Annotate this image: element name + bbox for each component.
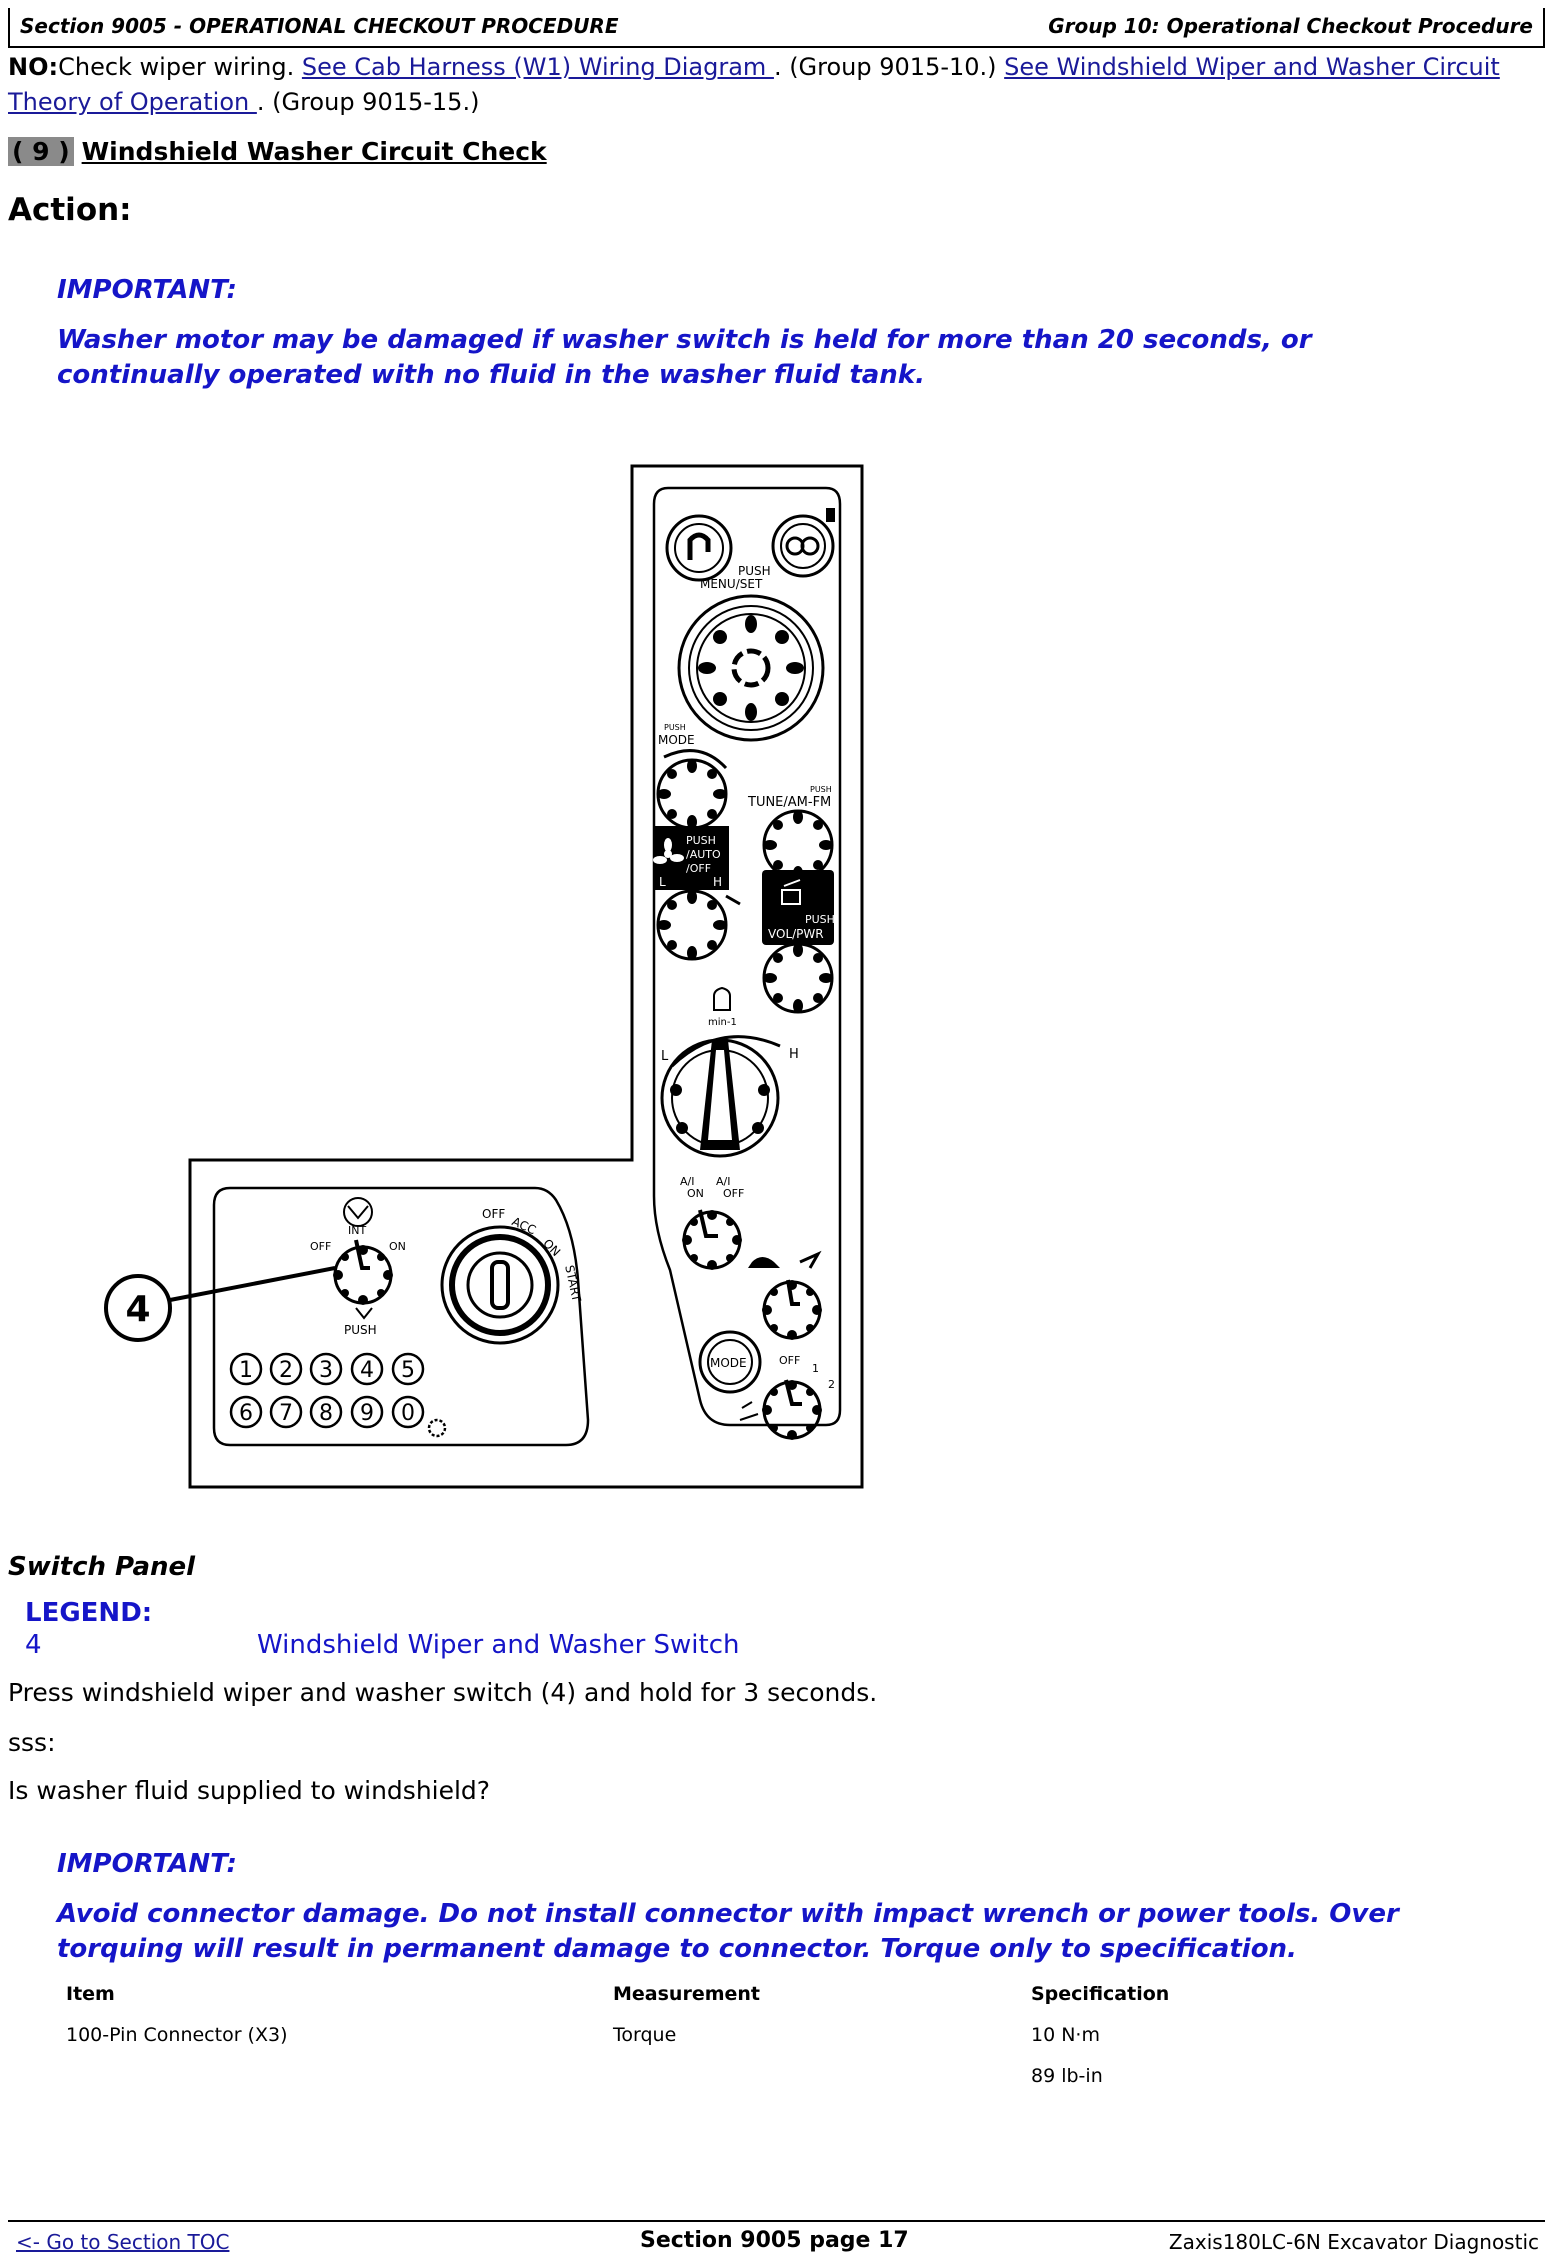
table-cell-measurement: Torque bbox=[613, 2024, 677, 2046]
key-acc-label: ACC bbox=[510, 1214, 538, 1237]
press-instruction: Press windshield wiper and washer switch… bbox=[8, 1678, 878, 1707]
key-9: 9 bbox=[360, 1401, 374, 1426]
wiper-circuit-link[interactable]: See Windshield Wiper and Washer Circuit bbox=[1004, 53, 1500, 81]
legend-title: LEGEND: bbox=[25, 1598, 153, 1628]
no-text-1: Check wiper wiring. bbox=[58, 53, 302, 81]
turtle-icon bbox=[748, 1257, 780, 1268]
important-title-2: IMPORTANT: bbox=[57, 1849, 237, 1879]
footer-divider bbox=[8, 2220, 1545, 2222]
no-text-2: . (Group 9015-10.) bbox=[773, 53, 1005, 81]
key-2: 2 bbox=[279, 1358, 293, 1383]
key-start-label: START bbox=[562, 1264, 584, 1304]
tune-push-label: PUSH bbox=[810, 785, 832, 794]
fan-knob-group: PUSH MODE PUSH /AUTO /OFF L H bbox=[653, 723, 741, 961]
figure-caption: Switch Panel bbox=[8, 1552, 196, 1582]
ai-on-label-2: ON bbox=[687, 1187, 704, 1200]
switch-panel-figure: PUSH MENU/SET PUSH MODE PUSH /AUTO /OFF … bbox=[104, 464, 864, 1489]
menu-set-label: MENU/SET bbox=[700, 577, 763, 591]
work-mode-button: MODE bbox=[698, 1330, 762, 1394]
min-label: min-1 bbox=[708, 1017, 737, 1028]
important-text-1: Washer motor may be damaged if washer sw… bbox=[57, 325, 1312, 390]
callout-label: 4 bbox=[125, 1289, 150, 1330]
table-header-item: Item bbox=[66, 1983, 115, 2005]
key-3: 3 bbox=[319, 1358, 333, 1383]
key-7: 7 bbox=[279, 1401, 293, 1426]
ai-off-label-1: A/I bbox=[716, 1175, 730, 1188]
int-label: INT bbox=[348, 1224, 366, 1237]
key-5: 5 bbox=[401, 1358, 415, 1383]
rabbit-icon bbox=[799, 1250, 822, 1269]
menu-set-knob bbox=[677, 594, 825, 742]
table-cell-spec-imperial: 89 lb-in bbox=[1031, 2065, 1103, 2087]
mode-label: MODE bbox=[658, 733, 695, 747]
document-title: Zaxis180LC-6N Excavator Diagnostic bbox=[1168, 2230, 1539, 2254]
travel-speed-switch bbox=[748, 1250, 822, 1340]
fan-l-label: L bbox=[659, 875, 666, 889]
section-toc-link[interactable]: <- Go to Section TOC bbox=[16, 2230, 230, 2254]
dial-l-label: L bbox=[661, 1049, 669, 1064]
fan-icon bbox=[653, 838, 684, 864]
ai-on-label-1: A/I bbox=[680, 1175, 694, 1188]
no-prefix: NO: bbox=[8, 53, 59, 81]
push-auto-label: PUSH bbox=[686, 834, 716, 847]
no-result-paragraph: NO:Check wiper wiring. See Cab Harness (… bbox=[8, 50, 1538, 120]
dial-h-label: H bbox=[789, 1047, 799, 1062]
key-6: 6 bbox=[239, 1401, 253, 1426]
key-off-label: OFF bbox=[482, 1207, 505, 1221]
step-heading: ( 9 ) Windshield Washer Circuit Check bbox=[8, 134, 547, 169]
key-8: 8 bbox=[319, 1401, 333, 1426]
ai-switch: A/I ON A/I OFF bbox=[680, 1175, 744, 1270]
auto-label: /AUTO bbox=[686, 848, 721, 861]
callout-4: 4 bbox=[104, 1266, 336, 1342]
wiper-off-label: OFF bbox=[779, 1354, 800, 1367]
mode-push-label: PUSH bbox=[664, 723, 686, 732]
fan-h-label: H bbox=[713, 875, 722, 889]
tune-label: TUNE/AM-FM bbox=[747, 795, 831, 810]
group-title: Group 10: Operational Checkout Procedure bbox=[1048, 14, 1533, 38]
mode-button-label: MODE bbox=[710, 1356, 747, 1370]
action-label: Action: bbox=[8, 192, 132, 228]
important-title-1: IMPORTANT: bbox=[57, 275, 237, 305]
radio-icon bbox=[781, 879, 801, 905]
legend-item-text: Windshield Wiper and Washer Switch bbox=[257, 1630, 740, 1660]
wiper-2-label: 2 bbox=[828, 1378, 835, 1391]
page-number: Section 9005 page 17 bbox=[640, 2228, 909, 2253]
menu-button-group: PUSH MENU/SET bbox=[665, 508, 835, 591]
push-top-label: PUSH bbox=[738, 564, 771, 578]
question-text: Is washer fluid supplied to windshield? bbox=[8, 1776, 491, 1805]
wiper-icon bbox=[343, 1197, 373, 1227]
key-1: 1 bbox=[239, 1358, 253, 1383]
wiper-washer-switch: INT OFF ON PUSH bbox=[310, 1197, 406, 1337]
switch-push-label: PUSH bbox=[344, 1323, 377, 1337]
off-label: /OFF bbox=[686, 862, 711, 875]
vol-label: VOL/PWR bbox=[768, 927, 824, 941]
table-header-measurement: Measurement bbox=[613, 1983, 760, 2005]
wiper-1-label: 1 bbox=[812, 1362, 819, 1375]
switch-on-label: ON bbox=[389, 1240, 406, 1253]
no-text-3: . (Group 9015-15.) bbox=[256, 88, 480, 116]
table-header-specification: Specification bbox=[1031, 1983, 1170, 2005]
ignition-key-switch: OFF ACC ON START bbox=[440, 1207, 584, 1345]
ai-off-label-2: OFF bbox=[723, 1187, 744, 1200]
important-text-2: Avoid connector damage. Do not install c… bbox=[57, 1899, 1399, 1964]
page-header: Section 9005 - OPERATIONAL CHECKOUT PROC… bbox=[8, 8, 1545, 48]
return-icon bbox=[687, 532, 711, 560]
cab-harness-link[interactable]: See Cab Harness (W1) Wiring Diagram bbox=[301, 53, 774, 81]
wiper-speed-switch: OFF 1 2 bbox=[739, 1354, 835, 1440]
legend-item-number: 4 bbox=[25, 1630, 42, 1660]
table-cell-spec-metric: 10 N·m bbox=[1031, 2024, 1100, 2046]
keypad: 1 2 3 4 5 6 7 8 9 0 bbox=[229, 1352, 447, 1438]
key-4: 4 bbox=[360, 1358, 374, 1383]
sss-label: sss: bbox=[8, 1728, 56, 1757]
step-number: ( 9 ) bbox=[8, 137, 74, 166]
key-0: 0 bbox=[401, 1401, 415, 1426]
radio-knob-group: PUSH TUNE/AM-FM PUSH VOL/PWR bbox=[747, 785, 835, 1014]
theory-operation-link[interactable]: Theory of Operation bbox=[8, 88, 257, 116]
section-title: Section 9005 - OPERATIONAL CHECKOUT PROC… bbox=[20, 14, 619, 38]
switch-off-label: OFF bbox=[310, 1240, 331, 1253]
table-cell-item: 100-Pin Connector (X3) bbox=[66, 2024, 288, 2046]
step-title[interactable]: Windshield Washer Circuit Check bbox=[81, 137, 547, 166]
engine-speed-dial: min-1 L H bbox=[660, 986, 799, 1158]
vol-push-label: PUSH bbox=[805, 913, 835, 926]
